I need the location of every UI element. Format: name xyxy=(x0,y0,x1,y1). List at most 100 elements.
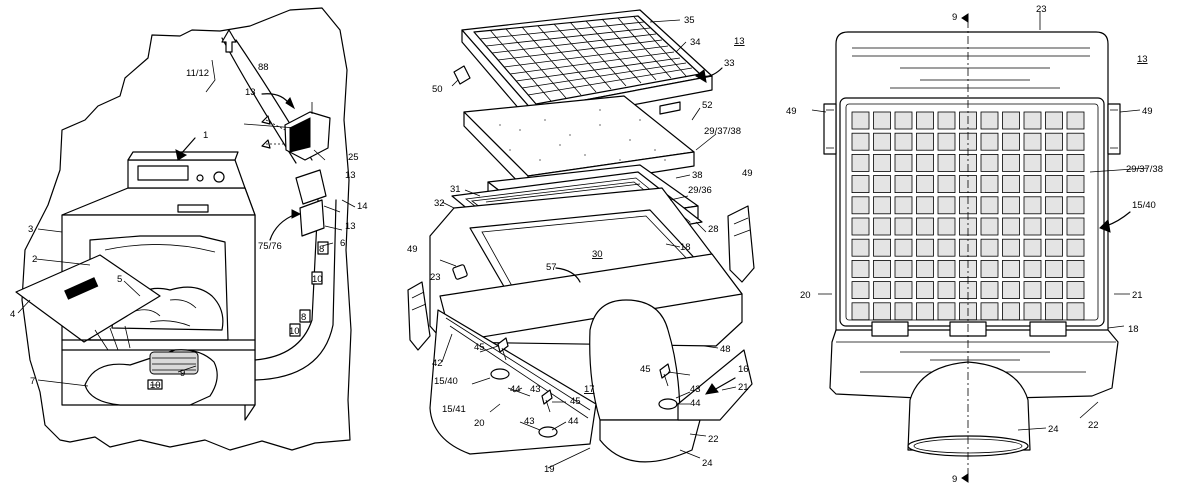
filter-cell xyxy=(937,153,956,172)
filter-cell xyxy=(1002,111,1020,130)
label-33: 33 xyxy=(724,58,735,69)
filter-cell xyxy=(1002,153,1020,172)
clip-49-left-front xyxy=(823,103,837,155)
label-43-left: 43 xyxy=(530,384,541,395)
filter-cell xyxy=(873,111,891,130)
filter-cell xyxy=(894,153,913,172)
filter-cell xyxy=(1023,259,1042,278)
filter-cell xyxy=(873,238,891,257)
label-4: 4 xyxy=(10,309,15,320)
filter-cell xyxy=(937,281,956,300)
label-29-37-38-exploded: 29/37/38 xyxy=(704,126,741,137)
display-panel xyxy=(137,165,189,181)
outlet-24 xyxy=(907,361,1031,451)
label-44-front: 44 xyxy=(568,416,579,427)
duct-sleeve xyxy=(299,199,325,237)
label-10-upper: 10 xyxy=(312,274,323,285)
foam-stipple-52 xyxy=(499,109,666,161)
filter-cell xyxy=(1002,281,1020,300)
filter-cell xyxy=(1066,281,1085,300)
filter-cell xyxy=(1066,196,1085,215)
filter-cell xyxy=(1045,259,1063,278)
label-50: 50 xyxy=(432,84,443,95)
label-29-37-38-front: 29/37/38 xyxy=(1126,164,1163,175)
filter-cell xyxy=(916,302,934,321)
label-30: 30 xyxy=(592,249,603,260)
label-22-exploded: 22 xyxy=(708,434,719,445)
filter-cell xyxy=(937,217,956,236)
label-20-front: 20 xyxy=(800,290,811,301)
filter-cell xyxy=(873,302,891,321)
label-42: 42 xyxy=(432,358,443,369)
filter-cell xyxy=(916,175,934,194)
label-16: 16 xyxy=(738,364,749,375)
filter-cell xyxy=(937,132,956,151)
upper-duct-left xyxy=(221,37,297,164)
exploded-view: 35 34 13 33 50 52 29/37/38 38 29/36 31 3… xyxy=(407,9,755,475)
filter-cell xyxy=(873,259,891,278)
filter-cell xyxy=(916,132,934,151)
filter-cell xyxy=(1066,153,1085,172)
exhaust-duct-inner xyxy=(254,199,337,381)
hole-44-right xyxy=(658,398,678,410)
filter-cell xyxy=(1066,111,1085,130)
filter-cell xyxy=(1002,259,1020,278)
filter-cell xyxy=(1023,302,1042,321)
hole-44-left xyxy=(490,368,510,380)
filter-cell xyxy=(1023,217,1042,236)
label-45-front: 45 xyxy=(570,396,581,407)
dryer-top xyxy=(61,187,256,216)
outlet-cup-24 xyxy=(599,419,701,463)
filter-cell xyxy=(937,259,956,278)
label-15-40-front: 15/40 xyxy=(1132,200,1156,211)
label-49-right-front: 49 xyxy=(1142,106,1153,117)
filter-cell xyxy=(916,281,934,300)
label-45-upper-left: 45 xyxy=(474,342,485,353)
label-31: 31 xyxy=(450,184,461,195)
dryer-installation-view: 1 2 3 4 5 7 9 10 11/12 88 13 25 13 14 13… xyxy=(10,7,368,451)
label-15-41: 15/41 xyxy=(442,404,466,415)
label-29-36: 29/36 xyxy=(688,185,712,196)
filter-cell xyxy=(894,196,913,215)
filter-cell xyxy=(1045,153,1063,172)
filter-cell xyxy=(1066,259,1085,278)
filter-cell xyxy=(894,281,913,300)
label-35: 35 xyxy=(684,15,695,26)
filter-cell xyxy=(916,238,934,257)
label-88: 88 xyxy=(258,62,269,73)
label-20-exploded: 20 xyxy=(474,418,485,429)
filter-cell xyxy=(851,217,870,236)
filter-cell xyxy=(916,217,934,236)
filter-cell xyxy=(873,175,891,194)
filter-cell xyxy=(1045,196,1063,215)
filter-cell xyxy=(873,153,891,172)
label-9-bottom: 9 xyxy=(952,474,957,485)
label-57: 57 xyxy=(546,262,557,273)
filter-cell xyxy=(980,132,999,151)
filter-cell-grid xyxy=(851,111,1085,321)
filter-cell xyxy=(1045,132,1063,151)
filter-grid-lines xyxy=(479,16,693,102)
filter-cell xyxy=(851,132,870,151)
filter-cell xyxy=(873,217,891,236)
tab-right xyxy=(1029,321,1067,337)
base-tray-right xyxy=(677,349,753,421)
filter-cell xyxy=(1002,302,1020,321)
filter-cell xyxy=(873,196,891,215)
filter-cell xyxy=(980,302,999,321)
label-9: 9 xyxy=(180,368,185,379)
label-24-exploded: 24 xyxy=(702,458,713,469)
filter-cell xyxy=(1023,111,1042,130)
filter-cell xyxy=(851,153,870,172)
open-door xyxy=(15,254,161,343)
label-9-top: 9 xyxy=(952,12,957,23)
arrow-box-8-upper xyxy=(317,241,329,255)
filter-cell xyxy=(916,111,934,130)
filter-cell xyxy=(894,217,913,236)
label-34: 34 xyxy=(690,37,701,48)
filter-cell xyxy=(1023,238,1042,257)
label-6: 6 xyxy=(340,238,345,249)
filter-cell xyxy=(937,302,956,321)
label-13-low: 13 xyxy=(345,221,356,232)
label-2: 2 xyxy=(32,254,37,265)
